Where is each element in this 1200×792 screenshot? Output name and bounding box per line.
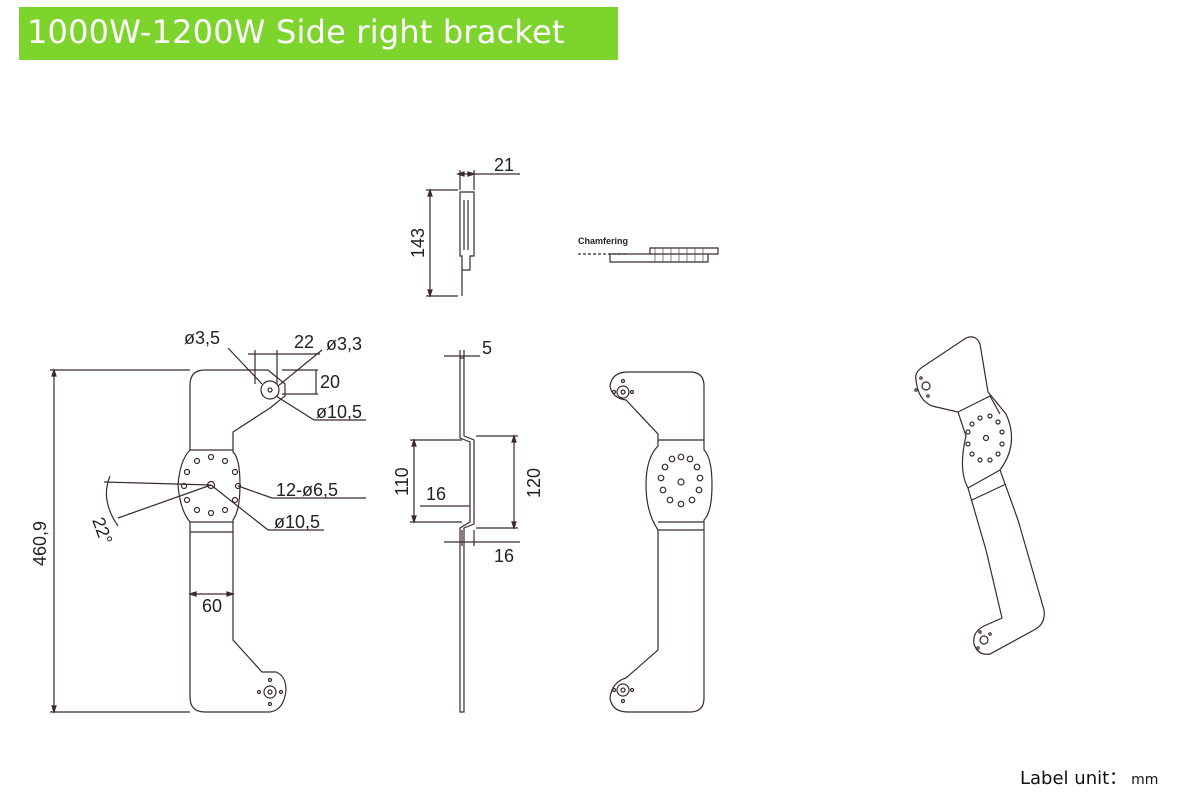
chamfer-top-view: Chamfering (578, 236, 719, 263)
unit-label: Label unit： (1020, 768, 1128, 789)
dim-offset-bottom: 16 (494, 546, 514, 566)
title-banner: 1000W-1200W Side right bracket (19, 7, 618, 60)
dim-hole-small: ø3,5 (184, 328, 220, 348)
dim-angle: 22° (88, 515, 116, 547)
dim-hole-ring-top: ø10,5 (316, 402, 362, 422)
dim-top-height: 143 (408, 228, 428, 258)
dim-hole-gap: 20 (320, 372, 340, 392)
dim-offset-left: 16 (426, 484, 446, 504)
dim-sheet-thickness: 5 (482, 338, 492, 358)
dim-offset-inner: 120 (524, 468, 544, 498)
chamfering-label: Chamfering (578, 236, 628, 246)
dim-leg-width: 60 (202, 596, 222, 616)
isometric-view (914, 336, 1045, 655)
rear-view (609, 371, 713, 713)
dim-hole-array: 12-ø6,5 (276, 480, 338, 500)
dim-top-width: 21 (494, 155, 514, 175)
dim-hole-ring-center: ø10,5 (274, 512, 320, 532)
dim-offset-outer: 110 (392, 467, 412, 496)
dim-hole-offset: 22 (294, 332, 314, 352)
unit-value: mm (1131, 772, 1159, 788)
front-view-dimensioned: 460,9 ø3,5 22 ø3,3 20 ø10,5 22° 12-ø6,5 … (30, 328, 366, 714)
side-profile-view: 5 110 120 16 16 (392, 338, 544, 713)
unit-note: Label unit：mm (1020, 764, 1158, 790)
dim-hole-mid: ø3,3 (326, 334, 362, 354)
top-side-view: 21 143 (408, 155, 520, 298)
page-title: 1000W-1200W Side right bracket (27, 13, 565, 51)
dim-total-height: 460,9 (30, 521, 50, 566)
